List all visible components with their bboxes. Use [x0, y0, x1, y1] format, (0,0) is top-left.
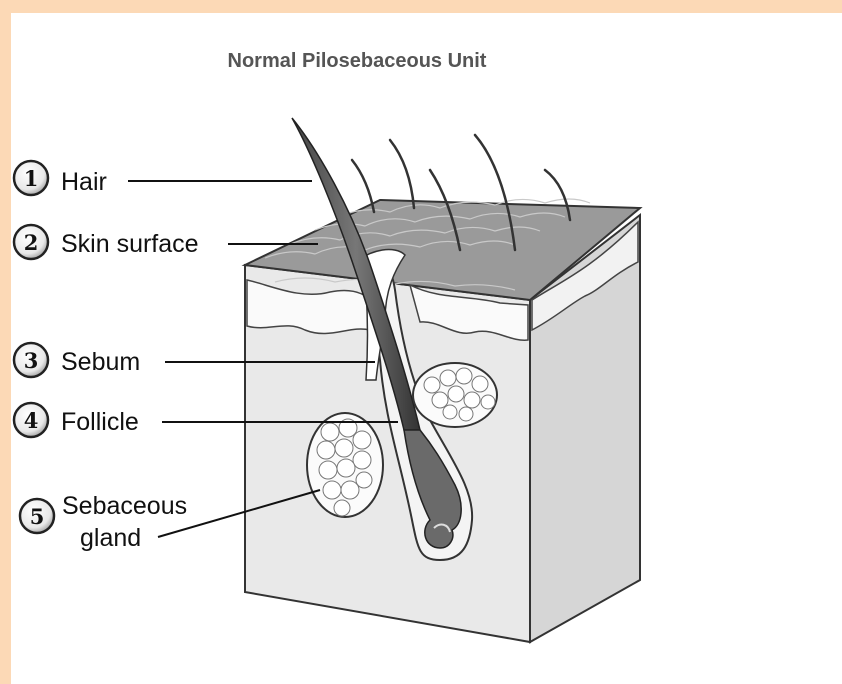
label-sebum: Sebum — [61, 348, 140, 376]
callout-number: 1 — [24, 166, 39, 191]
callout-number: 2 — [24, 230, 39, 255]
callout-2: 2 Skin surface — [14, 225, 199, 259]
label-sebaceous: Sebaceous — [62, 492, 187, 520]
sebaceous-gland-left — [307, 413, 383, 517]
label-skin-surface: Skin surface — [61, 230, 199, 258]
callout-number: 3 — [24, 348, 39, 373]
label-follicle: Follicle — [61, 408, 139, 436]
callout-4: 4 Follicle — [14, 403, 139, 437]
sebaceous-gland-right — [413, 363, 497, 427]
callout-number: 4 — [24, 408, 39, 433]
label-gland: gland — [80, 524, 141, 552]
callout-3: 3 Sebum — [14, 343, 140, 377]
callout-1: 1 Hair — [14, 161, 107, 196]
callout-5: 5 Sebaceous gland — [20, 492, 187, 552]
label-hair: Hair — [61, 168, 107, 196]
callout-number: 5 — [30, 504, 45, 529]
